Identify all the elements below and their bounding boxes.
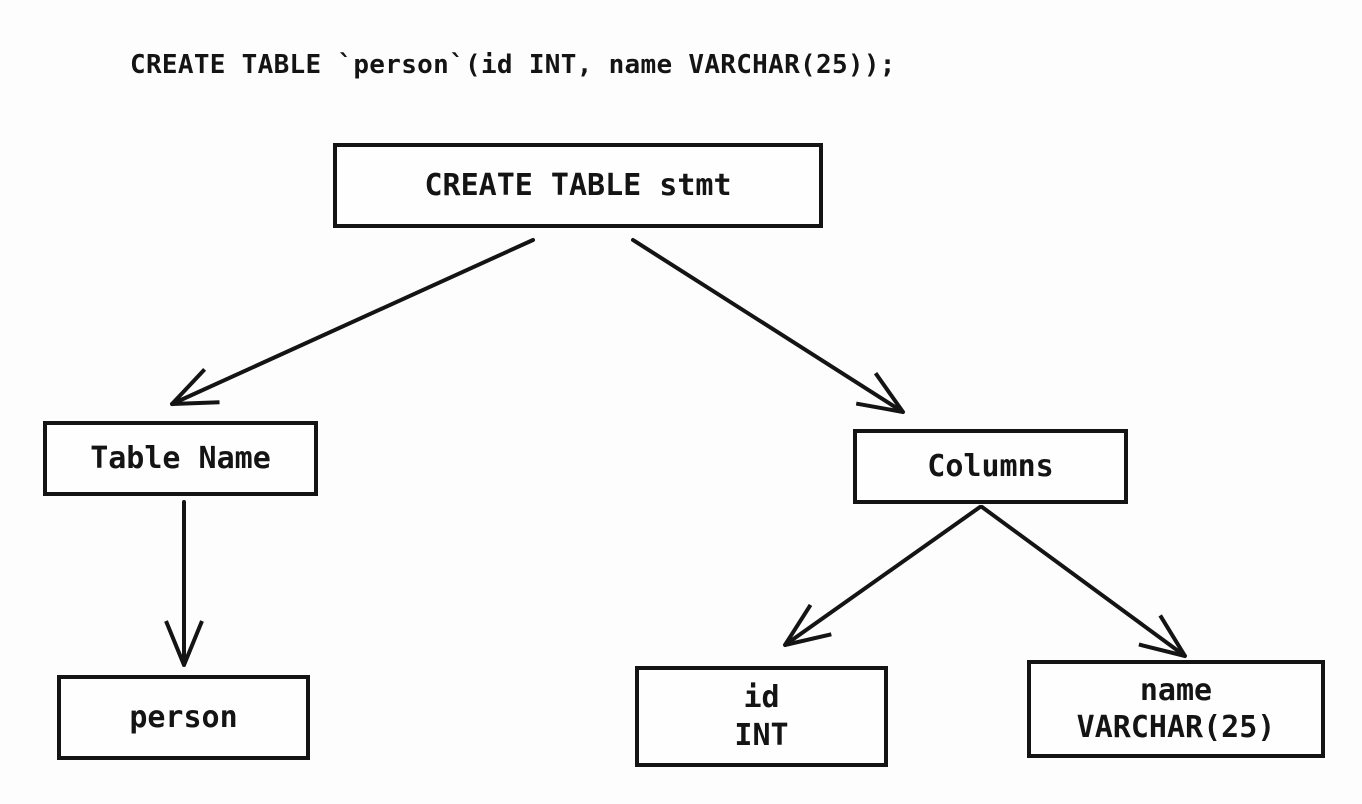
sql-statement-text: CREATE TABLE `person`(id INT, name VARCH…	[130, 50, 896, 80]
node-create-table-stmt-label: CREATE TABLE stmt	[424, 167, 732, 203]
edge-columns-to-name-arrow	[980, 505, 1187, 658]
node-name-column-name: name	[1139, 672, 1213, 708]
node-table-name: Table Name	[43, 421, 318, 496]
node-table-name-label: Table Name	[90, 440, 271, 476]
node-name-column: name VARCHAR(25)	[1027, 660, 1325, 758]
edge-root-to-columns-arrow	[631, 238, 905, 414]
node-id-column: id INT	[635, 666, 888, 767]
node-id-column-type: INT	[734, 717, 789, 753]
node-person: person	[57, 675, 310, 760]
node-name-column-type: VARCHAR(25)	[1076, 710, 1276, 745]
node-id-column-name: id	[743, 680, 780, 715]
node-person-label: person	[129, 699, 238, 735]
node-columns: Columns	[853, 429, 1128, 504]
node-create-table-stmt: CREATE TABLE stmt	[333, 143, 823, 228]
edge-root-to-table-name-arrow	[170, 238, 535, 406]
edge-columns-to-id-arrow	[783, 505, 982, 647]
node-columns-label: Columns	[927, 448, 1054, 484]
